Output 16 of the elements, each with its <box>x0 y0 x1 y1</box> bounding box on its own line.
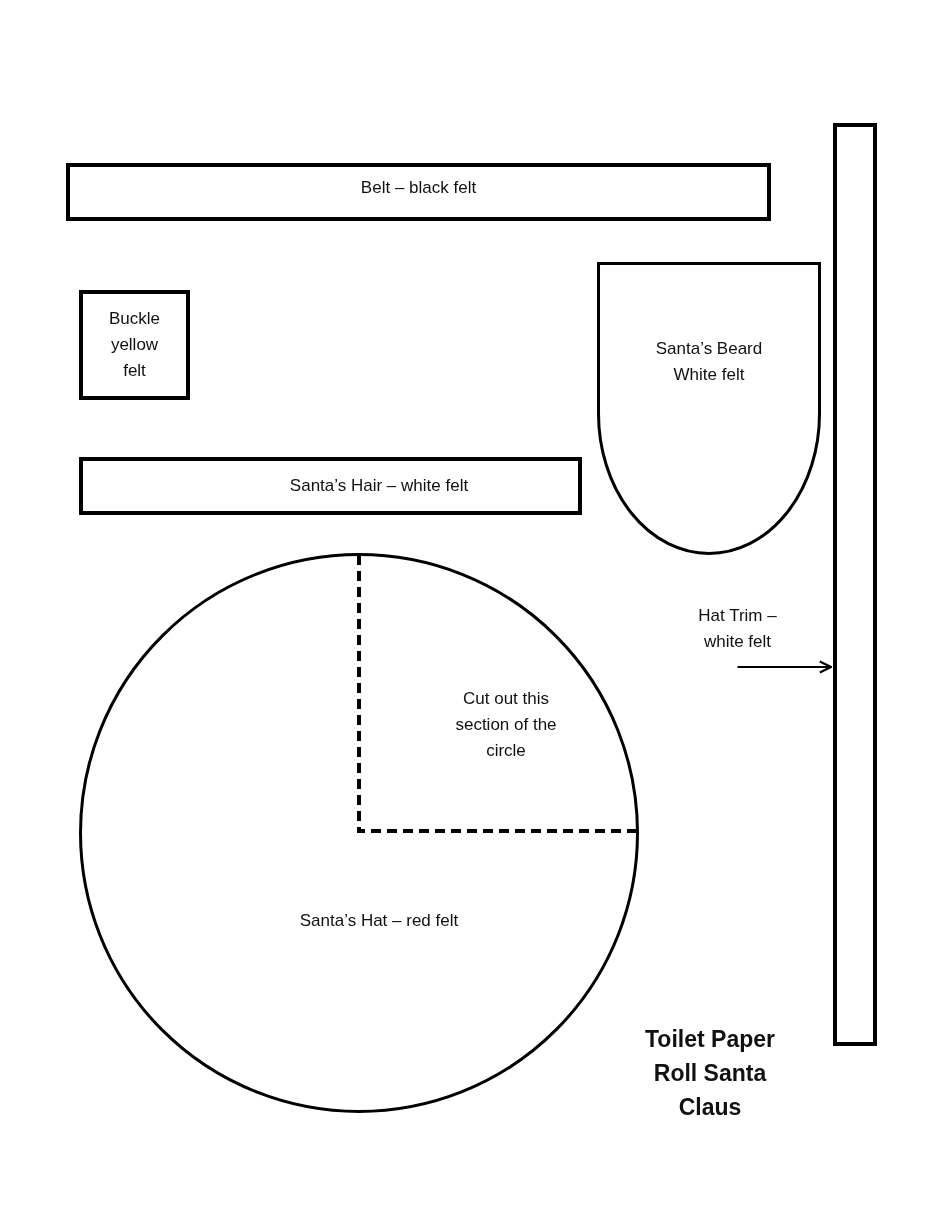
belt-strip <box>66 163 771 221</box>
beard-shape <box>597 262 821 555</box>
part-label: Santa’s Beard White felt <box>654 338 764 386</box>
title: Toilet Paper Roll Santa Claus <box>644 1025 776 1122</box>
part-label: Belt – black felt <box>359 177 478 199</box>
part-label: Santa’s Hair – white felt <box>288 475 470 497</box>
part-label: Santa’s Hat – red felt <box>298 910 460 932</box>
part-label: Cut out this section of the circle <box>454 688 558 762</box>
hair-strip <box>79 457 582 515</box>
part-label: Hat Trim – white felt <box>680 603 795 667</box>
hat-trim-strip <box>833 123 877 1046</box>
cut-out-section <box>359 555 639 833</box>
part-label: Buckle yellow felt <box>108 308 161 382</box>
hat-circle <box>79 553 639 1113</box>
buckle-square <box>79 290 190 400</box>
arrow <box>736 660 833 674</box>
